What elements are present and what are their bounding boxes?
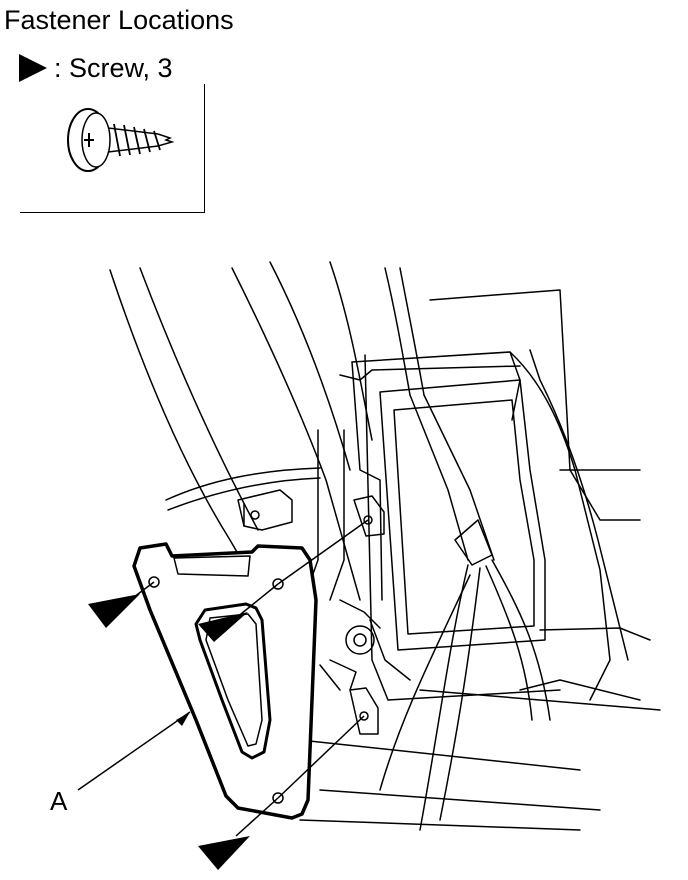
legend-label: : Screw, 3	[54, 52, 173, 83]
callout-a-label: A	[50, 786, 68, 816]
legend-box	[20, 84, 205, 213]
page-title: Fastener Locations	[4, 5, 234, 35]
triangle-marker-icon	[19, 54, 47, 82]
legend-row: : Screw, 3	[18, 52, 173, 84]
screw-icon	[67, 108, 175, 172]
